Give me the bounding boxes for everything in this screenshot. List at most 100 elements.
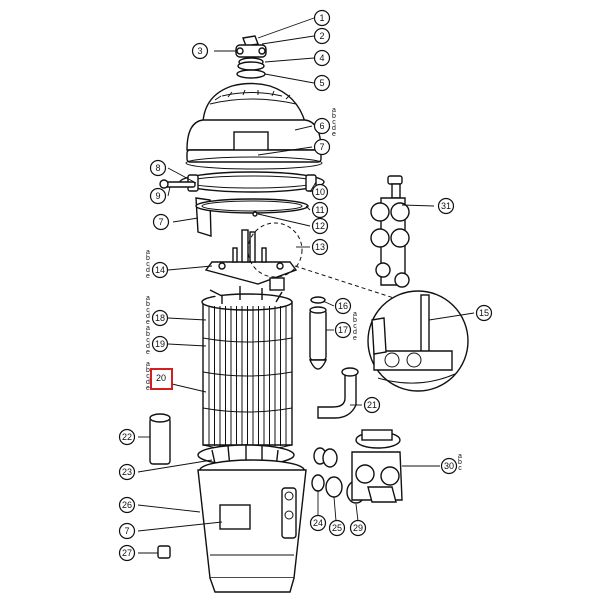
callout-number: 9 [155,191,160,201]
callout-number: 18 [155,313,165,323]
upper-manifold [204,229,298,291]
callout-bubble [475,304,493,322]
callout-bubble [334,321,352,339]
variant-letter: d [146,379,150,386]
variant-letter: a [458,453,462,460]
callout-bubble [313,74,331,92]
callout-number: 1 [319,13,324,23]
callout-number: 23 [122,467,132,477]
callout-11: 11 [311,201,329,219]
callout-31: 31 [437,197,455,215]
callout-bubble [151,309,169,327]
callout-6: 6 [313,117,331,135]
callout-number: 6 [319,121,324,131]
callout-bubble [349,519,367,537]
callout-1: 1 [313,9,331,27]
variant-letter: b [146,331,150,338]
callout-number: 24 [313,518,323,528]
variant-letter: b [146,367,150,374]
callout-19: 19 [151,335,169,353]
variant-letter: a [332,107,336,114]
callout-number: 4 [319,53,324,63]
elbow-pipe [317,367,359,419]
tank-lid [185,82,323,170]
callout-bubble [328,519,346,537]
callout-bubble [363,396,381,414]
callout-bubble [313,117,331,135]
variant-list-30: abc [458,453,462,472]
callout-number: 17 [338,325,348,335]
variant-letter: b [146,301,150,308]
callout-bubble [151,261,169,279]
callout-number: 7 [158,217,163,227]
callout-bubble [151,335,169,353]
internal-detail-view [367,290,469,392]
lid-o-ring [195,198,309,217]
variant-letter: b [146,255,150,262]
air-relief-assembly [235,35,267,79]
variant-letter: e [146,319,150,326]
callout-bubble [118,522,136,540]
variant-letter: a [353,311,357,318]
pipe-coupler [149,413,171,465]
grid-band [202,407,293,413]
callout-number: 7 [319,142,324,152]
callout-bubble [309,514,327,532]
callout-bubble [311,201,329,219]
callout-10: 10 [311,183,329,201]
callout-17: 17 [334,321,352,339]
callout-bubble [311,183,329,201]
multiport-valve [351,429,403,503]
variant-letter: c [146,373,150,380]
variant-letter: e [332,131,336,138]
variant-letter: d [353,329,357,336]
manifold-detail-circle [247,222,303,278]
callout-bubble [152,213,170,231]
variant-letter: c [458,465,462,472]
callout-bubble [311,238,329,256]
callout-number: 29 [353,523,363,533]
variant-letter: c [353,323,357,330]
callout-14: 14 [151,261,169,279]
callout-7: 7 [313,138,331,156]
filter-grid-stack [201,286,293,451]
callout-number: 10 [315,187,325,197]
callout-5: 5 [313,74,331,92]
variant-letter: e [146,273,150,280]
callout-2: 2 [313,27,331,45]
callout-7: 7 [118,522,136,540]
variant-letter: d [146,343,150,350]
callout-15: 15 [475,304,493,322]
callout-bubble [118,463,136,481]
callout-bubble [440,457,458,475]
callout-18: 18 [151,309,169,327]
callout-bubble [149,159,167,177]
callout-29: 29 [349,519,367,537]
callout-23: 23 [118,463,136,481]
callout-bubble [313,27,331,45]
callout-20: 20 [156,373,166,383]
variant-letter: d [332,125,336,132]
callout-number: 31 [441,201,451,211]
callout-number: 25 [332,523,342,533]
callout-number: 14 [155,265,165,275]
callout-9: 9 [149,187,167,205]
callout-25: 25 [328,519,346,537]
variant-letter: e [353,335,357,342]
variant-letter: a [146,361,150,368]
callout-bubble [311,217,329,235]
variant-letter: c [146,337,150,344]
variant-letter: b [332,113,336,120]
variant-letter: a [146,249,150,256]
callout-bubble [313,9,331,27]
callout-number: 12 [315,221,325,231]
drain-plug [157,545,171,559]
callout-bubble [118,544,136,562]
callout-bubble [437,197,455,215]
